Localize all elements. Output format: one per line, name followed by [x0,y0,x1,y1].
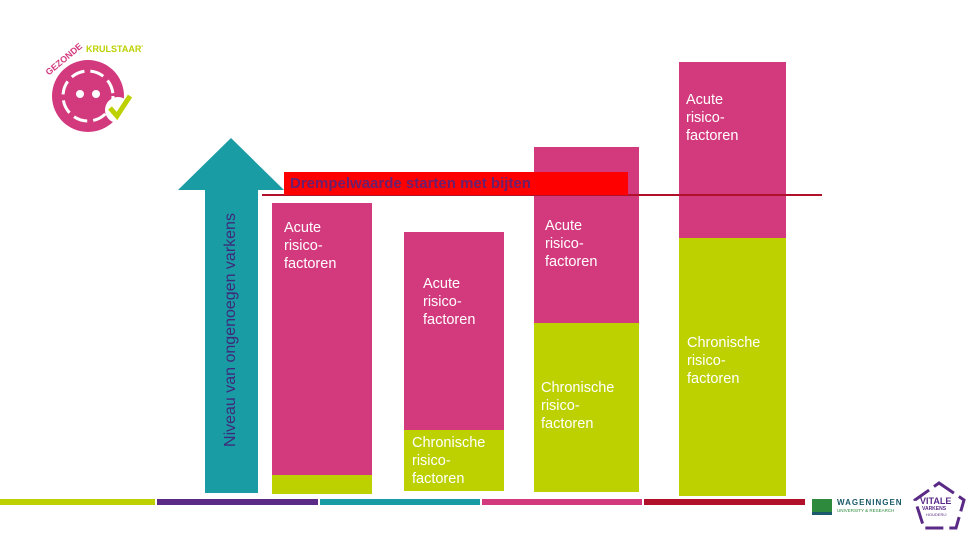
footer-stripe-lime [0,499,155,505]
chronic-label: Chronische risico- factoren [412,435,486,487]
footer-stripe-pink [482,499,642,505]
wur-name: WAGENINGEN [837,498,903,507]
acute-segment [272,203,372,475]
acute-label: Acute risico- factoren [284,220,337,272]
acute-label: Acute risico- factoren [423,276,476,328]
vv-line1: VITALE [920,496,952,506]
chronic-segment [272,475,372,494]
chronic-segment [679,238,786,496]
svg-text:KRULSTAARTEN: KRULSTAARTEN [86,44,143,54]
logo-gezonde-varkens: GEZONDE KRULSTAARTEN [38,38,159,138]
acute-segment [404,232,504,430]
footer-stripe-teal [320,499,480,505]
arrow-label: Niveau van ongenoegen varkens [222,213,239,447]
wageningen-logo: WAGENINGEN UNIVERSITY & RESEARCH [812,497,907,517]
threshold-line [262,194,822,196]
footer-stripe-purple [157,499,318,505]
threshold-label: Drempelwaarde starten met bijten [284,172,628,195]
vitale-varkens-logo: VITALE VARKENS HOUDERIJ [912,480,967,532]
wur-emblem [812,499,832,515]
chronic-label: Chronische risico- factoren [541,380,615,432]
acute-label: Acute risico- factoren [686,92,739,144]
chronic-segment [534,323,639,492]
chronic-segment [404,430,504,491]
wur-sub: UNIVERSITY & RESEARCH [837,508,895,513]
up-arrow [178,138,284,493]
footer-stripe-red [644,499,805,505]
vv-line2: VARKENS [922,506,947,512]
acute-label: Acute risico- factoren [545,218,598,270]
vv-line3: HOUDERIJ [926,512,947,517]
acute-segment [679,62,786,238]
chronic-label: Chronische risico- factoren [687,335,761,387]
